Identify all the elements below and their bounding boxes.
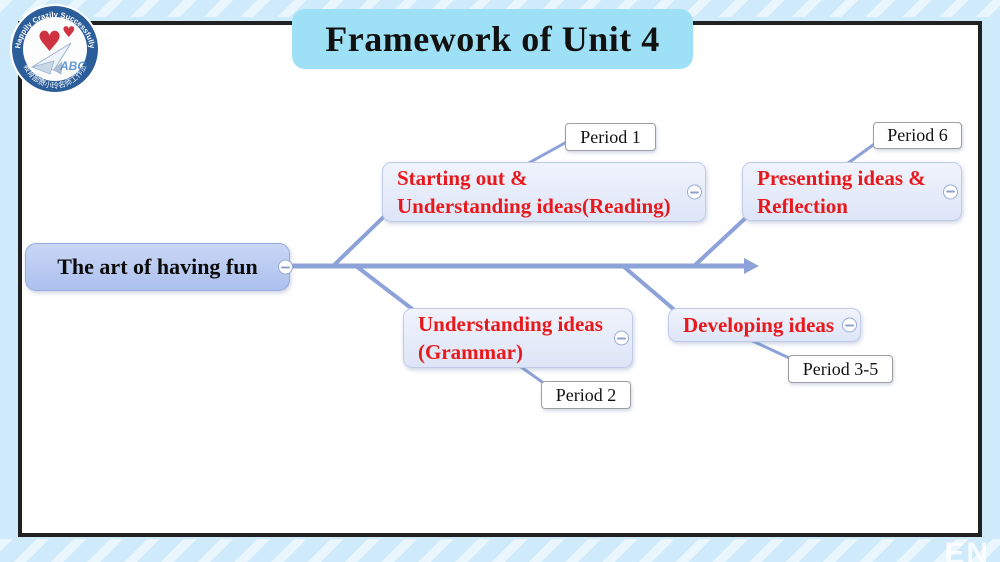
collapse-icon[interactable] — [842, 317, 857, 333]
collapse-icon[interactable] — [943, 184, 958, 199]
node-developing-ideas[interactable]: Developing ideas — [668, 308, 861, 342]
corner-watermark: EN — [944, 537, 990, 562]
node-label: Presenting ideas & Reflection — [757, 165, 926, 218]
node-starting-out-reading[interactable]: Starting out & Understanding ideas(Readi… — [382, 162, 706, 222]
node-presenting-reflection[interactable]: Presenting ideas & Reflection — [742, 162, 962, 221]
period-label-2[interactable]: Period 2 — [541, 381, 631, 409]
root-node[interactable]: The art of having fun — [25, 243, 293, 291]
collapse-icon[interactable] — [278, 259, 293, 275]
paper-plane-icon — [30, 42, 72, 75]
collapse-icon[interactable] — [687, 184, 702, 200]
page-title: Framework of Unit 4 — [325, 19, 660, 59]
collapse-icon[interactable] — [614, 330, 629, 346]
title-banner: Framework of Unit 4 — [292, 9, 693, 69]
logo-abc-text: ABC — [59, 59, 86, 73]
small-heart-icon: ♥ — [62, 23, 75, 41]
root-node-label: The art of having fun — [57, 254, 258, 279]
node-label: Understanding ideas (Grammar) — [418, 312, 603, 364]
period-label-3-5[interactable]: Period 3-5 — [788, 355, 893, 383]
node-understanding-grammar[interactable]: Understanding ideas (Grammar) — [403, 308, 633, 368]
bottom-stripe-band — [0, 539, 1000, 562]
node-label: Developing ideas — [683, 313, 835, 337]
node-label: Starting out & Understanding ideas(Readi… — [397, 166, 671, 218]
period-label-1[interactable]: Period 1 — [565, 123, 656, 151]
top-stripe-band — [0, 0, 1000, 17]
studio-logo: Happily Crazily Successfully 教育部贾小玲名师工作室… — [10, 4, 100, 94]
period-label-6[interactable]: Period 6 — [873, 122, 962, 149]
